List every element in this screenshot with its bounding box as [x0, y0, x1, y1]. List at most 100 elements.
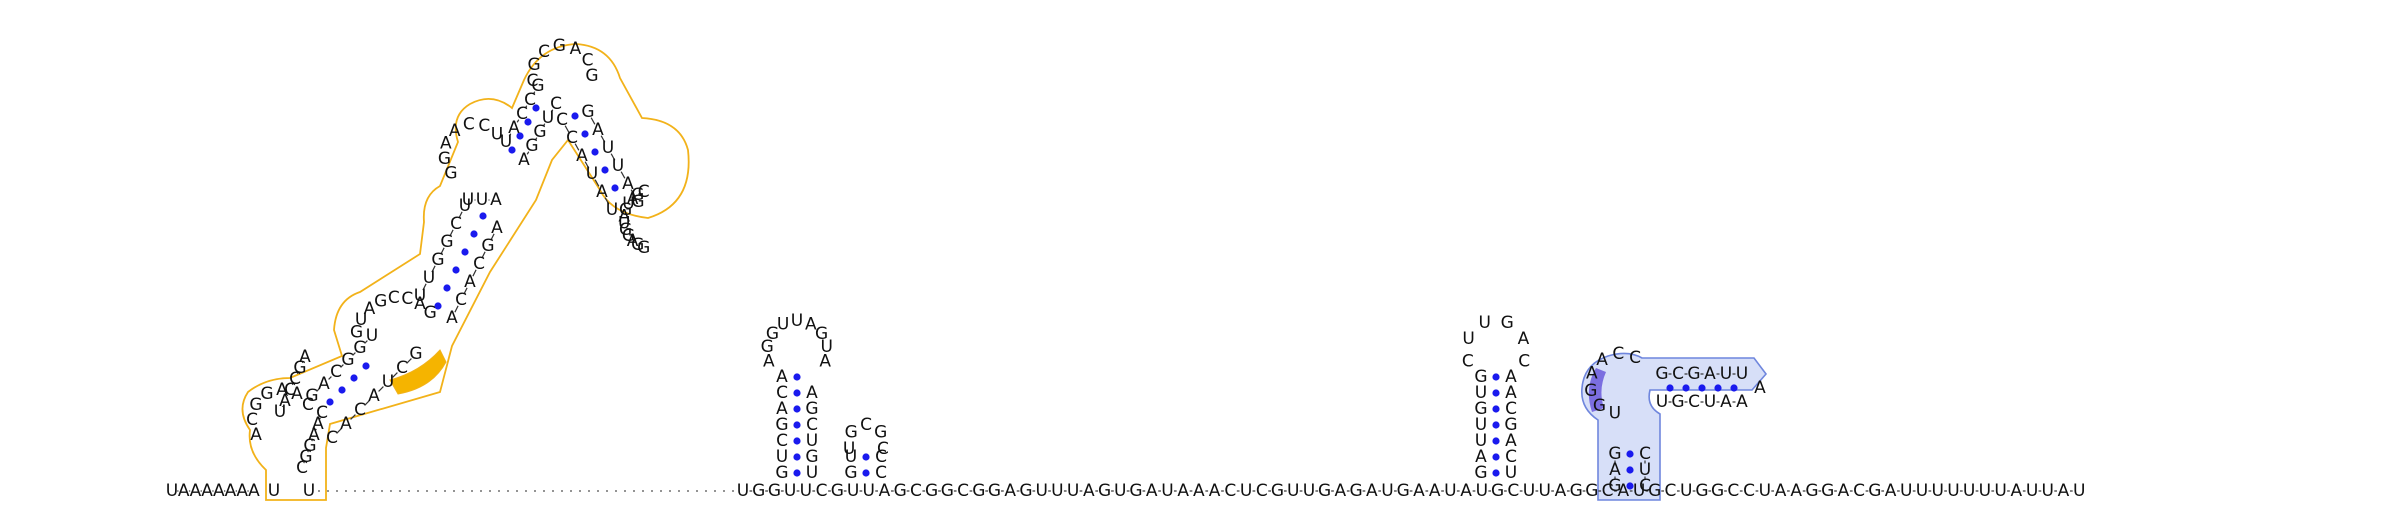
nucleotide: U [1609, 404, 1621, 424]
nucleotide: C [1462, 351, 1474, 371]
nucleotide: A [1609, 460, 1621, 480]
backbone-bond [449, 229, 454, 237]
nucleotide: U [274, 402, 286, 422]
backbone-bond [516, 119, 520, 123]
nucleotide: C [1639, 476, 1651, 496]
backbone-bond [458, 211, 463, 219]
nucleotide: G [775, 415, 788, 435]
nucleotide: C [957, 481, 969, 501]
nucleotide: U [462, 190, 474, 210]
nucleotide: U [1240, 481, 1252, 501]
base-pair-dot [516, 132, 524, 140]
nucleotide: A [446, 308, 458, 328]
nucleotide: G [1098, 481, 1111, 501]
nucleotide: A [1366, 481, 1378, 501]
base-pair-dot [1492, 437, 1500, 445]
nucleotide: U [737, 481, 749, 501]
backbone-bond [542, 123, 546, 127]
nucleotide: G [409, 344, 422, 364]
base-pair-dot [1730, 384, 1738, 392]
nucleotide: A [2058, 481, 2070, 501]
nucleotide: U [1035, 481, 1047, 501]
nucleotide: G [1655, 364, 1668, 384]
nucleotide: C [1853, 481, 1865, 501]
nucleotide: G [249, 395, 262, 415]
base-pair-dot [532, 104, 540, 112]
nucleotide: C [401, 289, 413, 309]
nucleotide: A [1193, 481, 1205, 501]
nucleotide: C [1224, 481, 1236, 501]
highlight-segment-orange [389, 349, 447, 395]
nucleotide: U [845, 447, 857, 467]
nucleotide: A [1429, 481, 1441, 501]
nucleotide: A [1720, 392, 1732, 412]
nucleotide: G [341, 350, 354, 370]
nucleotide: G [1474, 463, 1487, 483]
nucleotide: G [1501, 313, 1514, 333]
nucleotide: G [1349, 481, 1362, 501]
nucleotide: A [1004, 481, 1016, 501]
nucleotide: U [1931, 481, 1943, 501]
nucleotide: C [284, 380, 296, 400]
nucleotide: G [1570, 481, 1583, 501]
base-pair-dot [591, 148, 599, 156]
nucleotide: G [1504, 415, 1517, 435]
nucleotide: U [863, 481, 875, 501]
highlight-domain-orange [241, 43, 690, 501]
nucleotide: C [1743, 481, 1755, 501]
nucleotide: A [1505, 383, 1517, 403]
nucleotide: U [847, 481, 859, 501]
nucleotide: A [776, 367, 788, 387]
highlight-domain-blue [1581, 352, 1768, 501]
nucleotide: G [481, 236, 494, 256]
nucleotide: G [619, 220, 632, 240]
nucleotide: A [879, 481, 891, 501]
nucleotide: G [1695, 481, 1708, 501]
nucleotide: U [459, 196, 471, 216]
base-pair-dot [362, 362, 370, 370]
nucleotide: G [1608, 476, 1621, 496]
nucleotide: U [355, 310, 367, 330]
nucleotide: U [612, 156, 624, 176]
nucleotide: G [845, 423, 858, 443]
nucleotide: G [581, 102, 594, 122]
nucleotide: U [1963, 481, 1975, 501]
nucleotide: U [618, 213, 630, 233]
nucleotide: C [1672, 364, 1684, 384]
nucleotide: G [1648, 481, 1661, 501]
nucleotide: U [602, 138, 614, 158]
nucleotide: A [806, 383, 818, 403]
nucleotide: A [508, 118, 520, 138]
backbone-bond [534, 137, 538, 141]
nucleotide: A [1505, 367, 1517, 387]
nucleotide: U [1475, 431, 1487, 451]
nucleotide: U [1900, 481, 1912, 501]
nucleotide: C [1612, 344, 1624, 364]
nucleotide: U [1161, 481, 1173, 501]
base-pair-dot [793, 373, 801, 381]
backbone-bond [524, 105, 528, 109]
nucleotide: C [806, 415, 818, 435]
nucleotide: A [518, 150, 530, 170]
nucleotide: U [1720, 364, 1732, 384]
nucleotide: U [382, 372, 394, 392]
nucleotide: U [1979, 481, 1991, 501]
nucleotide: A [364, 299, 376, 319]
nucleotide: C [860, 415, 872, 435]
nucleotide: U [166, 481, 178, 501]
nucleotide: U [806, 431, 818, 451]
base-pair-dot [326, 398, 334, 406]
nucleotide: G [752, 481, 765, 501]
base-pair-dot [862, 469, 870, 477]
nucleotide: C [1507, 481, 1519, 501]
nucleotide: G [374, 292, 387, 312]
nucleotide: A [1704, 364, 1716, 384]
base-pair-dot [508, 146, 516, 154]
backbone-bond [584, 161, 590, 169]
nucleotide: U [1381, 481, 1393, 501]
nucleotide: U [622, 194, 634, 214]
base-pair-dot [443, 284, 451, 292]
nucleotide: G [1474, 399, 1487, 419]
backbone-bond [406, 358, 412, 364]
